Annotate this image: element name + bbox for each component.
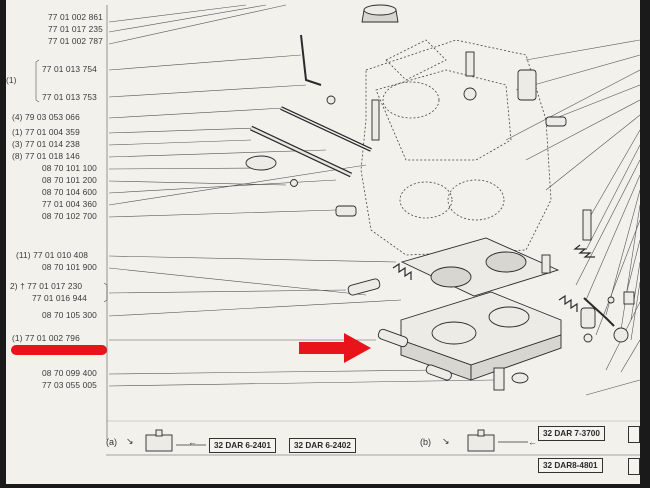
part-label: 08 70 102 700 <box>42 211 97 221</box>
part-label: 08 70 101 200 <box>42 175 97 185</box>
part-label-highlighted: (1) 77 01 002 796 <box>12 333 80 343</box>
part-label: (1) <box>6 75 17 85</box>
carburetor-exploded-diagram <box>11 4 640 456</box>
part-label: 08 70 101 100 <box>42 163 97 173</box>
variant-b-box-1: 32 DAR 7-3700 <box>538 426 605 441</box>
variant-a-box-2: 32 DAR 6-2402 <box>289 438 356 453</box>
arrow-left-icon: ← <box>528 437 537 447</box>
part-label: 77 01 016 944 <box>32 293 87 303</box>
part-label: 77 01 013 753 <box>42 92 97 102</box>
variant-a-tag: (a) <box>106 437 117 447</box>
part-label: 77 01 013 754 <box>42 64 97 74</box>
part-label: 77 03 055 005 <box>42 380 97 390</box>
variant-b-box-2: 32 DAR8-4801 <box>538 458 603 473</box>
part-label: (1) 77 01 004 359 <box>12 127 80 137</box>
part-label: 2) † 77 01 017 230 <box>10 281 83 291</box>
part-label: (4) 79 03 053 066 <box>12 112 80 122</box>
part-label: (3) 77 01 014 238 <box>12 139 80 149</box>
variant-a-box-1: 32 DAR 6-2401 <box>209 438 276 453</box>
variant-b-tag: (b) <box>420 437 431 447</box>
arrow-se-icon: ↘ <box>442 436 450 446</box>
arrow-left-icon: ← <box>188 437 197 447</box>
part-label: 77 01 004 360 <box>42 199 97 209</box>
part-label: 08 70 105 300 <box>42 310 97 320</box>
variant-b-box-edge <box>628 426 640 443</box>
variant-b-box-edge <box>628 458 640 475</box>
part-label: 77 01 002 861 <box>48 12 103 22</box>
part-label: 08 70 099 400 <box>42 368 97 378</box>
part-label: 08 70 104 600 <box>42 187 97 197</box>
part-label: 77 01 017 235 <box>48 24 103 34</box>
part-label: (11) 77 01 010 408 <box>16 250 88 260</box>
part-label: (8) 77 01 018 146 <box>12 151 80 161</box>
arrow-se-icon: ↘ <box>126 436 134 446</box>
part-label: 77 01 002 787 <box>48 36 103 46</box>
parts-catalog-page: 77 01 002 861 77 01 017 235 77 01 002 78… <box>6 0 640 484</box>
part-label: 08 70 101 900 <box>42 262 97 272</box>
